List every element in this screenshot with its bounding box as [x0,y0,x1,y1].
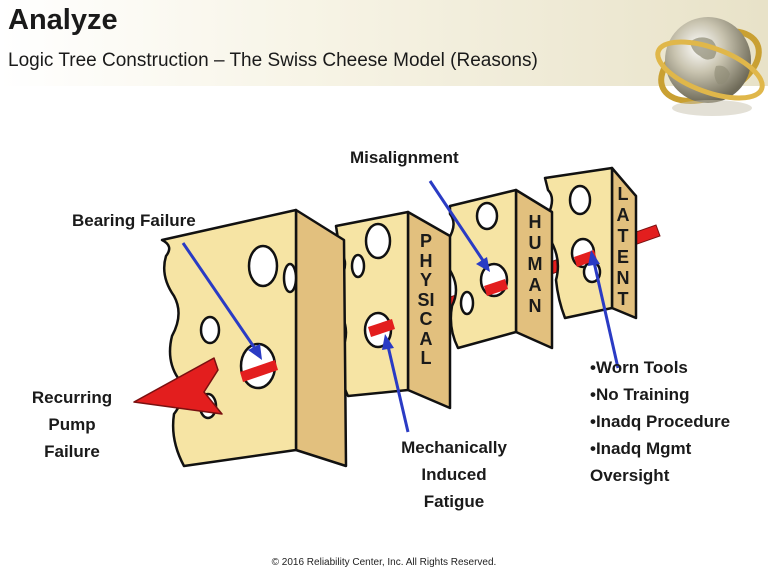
human-label: HUMAN [527,212,543,316]
page-subtitle: Logic Tree Construction – The Swiss Chee… [8,50,538,71]
reason-item: •Inadq Procedure [590,412,731,431]
mechanically-induced-fatigue-label: Mechanically Induced Fatigue [380,434,528,515]
cheese-slice-front [160,208,348,468]
header-band [0,0,768,86]
reason-item: •Worn Tools [590,358,688,377]
physical-label: PHYSICAL [417,231,435,368]
reason-item: Oversight [590,466,670,485]
copyright-footer: © 2016 Reliability Center, Inc. All Righ… [271,557,497,568]
reason-item: •No Training [590,385,690,404]
recurring-line: Recurring [31,388,113,407]
cheese-slice-latent [543,166,638,320]
latent-label: LATENT [616,184,630,309]
fatigue-line: Fatigue [423,492,485,511]
mechanically-line: Mechanically [401,438,507,457]
bearing-failure-label: Bearing Failure [72,211,196,230]
pump-line: Pump [48,415,96,434]
page-title: Analyze [8,4,118,36]
red-arrow-through-holes [240,250,597,382]
globe-logo-icon [655,17,765,116]
recurring-pump-failure-label: Recurring Pump Failure [18,384,126,465]
latent-reasons-list: •Worn Tools •No Training •Inadq Procedur… [590,354,730,489]
failure-line: Failure [44,442,100,461]
reason-item: •Inadq Mgmt [590,439,692,458]
red-arrow-head [133,357,223,415]
misalignment-label: Misalignment [350,148,459,167]
induced-line: Induced [421,465,487,484]
blue-pointers [181,180,620,433]
